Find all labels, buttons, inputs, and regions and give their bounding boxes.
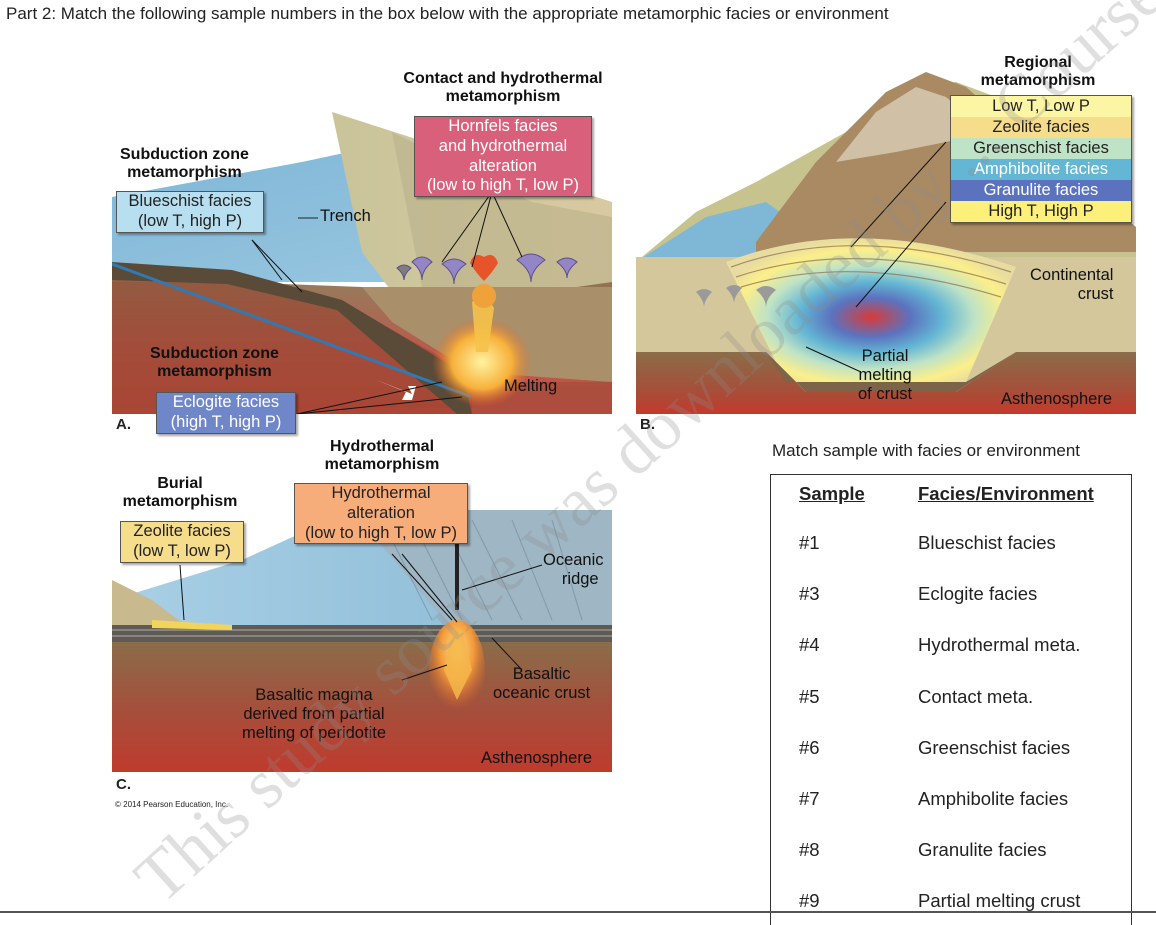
legend-zeolite: Zeolite facies [951,117,1131,138]
subduction-title-top: Subduction zone metamorphism [120,146,249,182]
table-row-facies: Contact meta. [918,686,1034,707]
table-row: #7 [799,788,820,809]
match-table: Sample Facies/Environment #1 Blueschist … [770,474,1132,925]
basaltic-crust-label: Basaltic oceanic crust [493,665,591,702]
legend-granulite: Granulite facies [951,180,1131,201]
legend-greenschist: Greenschist facies [951,138,1131,159]
melting-label: Melting [504,377,558,395]
hornfels-label-box: Hornfels facies and hydrothermal alterat… [414,116,592,198]
table-row: #4 [799,634,820,655]
panel-c-letter: C. [116,776,131,793]
table-row: #5 [799,686,820,707]
asthenosphere-label-b: Asthenosphere [1001,390,1112,408]
bottom-divider [0,911,1156,913]
table-row-facies: Blueschist facies [918,532,1056,553]
table-row: #6 [799,737,820,758]
col-facies-header: Facies/Environment [918,483,1094,504]
regional-title: Regional metamorphism [980,54,1096,90]
table-row: #9 [799,890,820,911]
panel-a-letter: A. [116,416,131,433]
blueschist-label-box: Blueschist facies (low T, high P) [116,191,264,233]
legend-high-tp: High T, High P [951,201,1131,222]
asthenosphere-label-c: Asthenosphere [481,749,592,767]
hydrothermal-title: Hydrothermal metamorphism [324,438,440,474]
match-caption: Match sample with facies or environment [772,441,1081,460]
trench-label: Trench [320,207,371,225]
partial-melting-label: Partial melting of crust [858,347,913,403]
table-row: #1 [799,532,820,553]
copyright-notice: © 2014 Pearson Education, Inc. [115,800,229,809]
table-row-facies: Greenschist facies [918,737,1071,758]
oceanic-ridge-label: Oceanic ridge [543,551,604,588]
contact-hydrothermal-title: Contact and hydrothermal metamorphism [403,70,603,106]
col-sample-header: Sample [799,483,865,504]
table-row: #8 [799,839,820,860]
panel-a-diagram [111,112,612,415]
page-heading: Part 2: Match the following sample numbe… [6,4,889,23]
eclogite-label-box: Eclogite facies (high T, high P) [156,392,296,434]
table-row: #3 [799,583,820,604]
facies-legend: Low T, Low P Zeolite facies Greenschist … [950,95,1132,223]
zeolite-label-box: Zeolite facies (low T, low P) [120,521,244,563]
basaltic-magma-label: Basaltic magma derived from partial melt… [242,686,386,742]
table-row-facies: Amphibolite facies [918,788,1069,809]
hydrothermal-label-box: Hydrothermal alteration (low to high T, … [294,483,468,545]
panel-a-subduction-contact [111,52,612,415]
table-row-facies: Partial melting crust [918,890,1081,911]
table-row-facies: Granulite facies [918,839,1047,860]
table-row-facies: Eclogite facies [918,583,1038,604]
burial-title: Burial metamorphism [122,475,238,511]
subduction-title-bottom: Subduction zone metamorphism [150,345,279,381]
continental-crust-label: Continental crust [1030,266,1114,303]
legend-low-tp: Low T, Low P [951,96,1131,117]
legend-amphibolite: Amphibolite facies [951,159,1131,180]
table-row-facies: Hydrothermal meta. [918,634,1081,655]
panel-b-letter: B. [640,416,655,433]
